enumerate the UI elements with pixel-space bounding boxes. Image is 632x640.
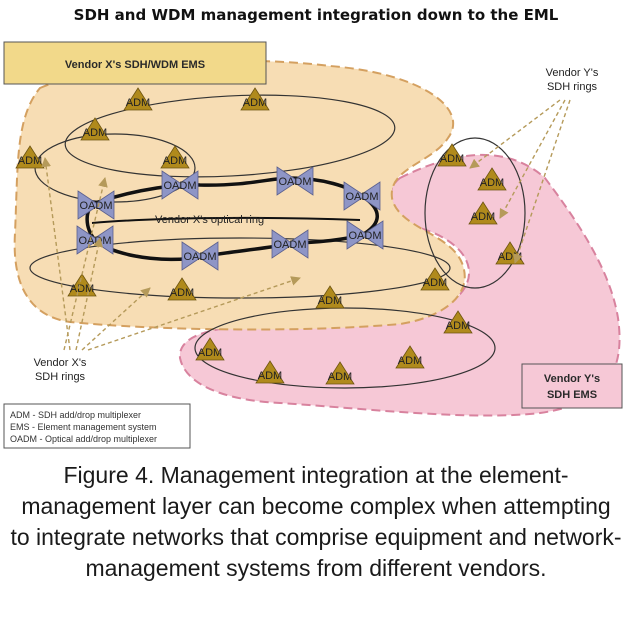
svg-text:OADM: OADM bbox=[184, 251, 217, 263]
svg-text:OADM: OADM bbox=[80, 200, 113, 212]
adm-node: ADM bbox=[468, 201, 498, 225]
adm-node: ADM bbox=[15, 145, 45, 169]
legend-line: EMS - Element management system bbox=[10, 422, 157, 432]
network-diagram: Vendor X's SDH/WDM EMS Vendor X's optica… bbox=[3, 41, 623, 449]
adm-node: ADM bbox=[80, 117, 110, 141]
svg-text:ADM: ADM bbox=[163, 155, 187, 167]
svg-text:ADM: ADM bbox=[328, 371, 352, 383]
vendor-y-ems-label-line1: Vendor Y's bbox=[544, 373, 600, 385]
adm-node: ADM bbox=[325, 361, 355, 385]
sdh-ring-top bbox=[64, 94, 396, 178]
sdh-ring-bottom bbox=[29, 237, 451, 299]
adm-node: ADM bbox=[240, 87, 270, 111]
svg-text:ADM: ADM bbox=[471, 211, 495, 223]
legend-line: OADM - Optical add/drop multiplexer bbox=[10, 434, 157, 444]
adm-node: ADM bbox=[420, 267, 450, 291]
adm-node: ADM bbox=[443, 310, 473, 334]
adm-node: ADM bbox=[123, 87, 153, 111]
vendor-y-ems-label-line2: SDH EMS bbox=[547, 389, 597, 401]
vendor-x-rings-label-line1: Vendor X's bbox=[34, 357, 87, 369]
vendor-x-ems-label: Vendor X's SDH/WDM EMS bbox=[65, 59, 205, 71]
adm-node: ADM bbox=[160, 145, 190, 169]
svg-text:ADM: ADM bbox=[198, 347, 222, 359]
svg-text:ADM: ADM bbox=[446, 320, 470, 332]
adm-nodes: ADM ADM ADM ADM ADM ADM ADM ADM ADM ADM … bbox=[15, 87, 525, 385]
svg-text:ADM: ADM bbox=[440, 153, 464, 165]
oadm-node: OADM bbox=[346, 220, 384, 250]
oadm-node: OADM bbox=[276, 166, 314, 196]
vendor-y-ems-box bbox=[521, 363, 623, 409]
adm-node: ADM bbox=[437, 143, 467, 167]
oadm-nodes: OADM OADM OADM OADM OADM OADM OADM OADM bbox=[76, 166, 384, 271]
adm-node: ADM bbox=[315, 285, 345, 309]
svg-text:ADM: ADM bbox=[126, 97, 150, 109]
oadm-node: OADM bbox=[343, 181, 381, 211]
oadm-node: OADM bbox=[181, 241, 219, 271]
vendor-y-sdh-rings bbox=[194, 137, 526, 389]
svg-text:OADM: OADM bbox=[346, 191, 379, 203]
vendor-y-rings-callout bbox=[469, 99, 571, 264]
svg-text:ADM: ADM bbox=[258, 370, 282, 382]
oadm-node: OADM bbox=[271, 229, 309, 259]
vendor-y-rings-label-line2: SDH rings bbox=[547, 81, 598, 93]
vendor-y-region bbox=[178, 154, 621, 417]
vendor-x-rings-callout bbox=[41, 157, 301, 351]
oadm-node: OADM bbox=[77, 190, 115, 220]
vendor-x-sdh-rings bbox=[29, 94, 451, 299]
optical-ring-label: Vendor X's optical ring bbox=[155, 214, 264, 226]
vendor-x-ems-box bbox=[3, 41, 267, 85]
adm-node: ADM bbox=[395, 345, 425, 369]
adm-node: ADM bbox=[477, 167, 507, 191]
svg-text:OADM: OADM bbox=[279, 176, 312, 188]
svg-text:ADM: ADM bbox=[480, 177, 504, 189]
svg-text:ADM: ADM bbox=[18, 155, 42, 167]
vendor-x-rings-label-line2: SDH rings bbox=[35, 371, 86, 383]
svg-text:OADM: OADM bbox=[274, 239, 307, 251]
svg-text:ADM: ADM bbox=[318, 295, 342, 307]
svg-text:OADM: OADM bbox=[79, 235, 112, 247]
svg-text:OADM: OADM bbox=[349, 230, 382, 242]
adm-node: ADM bbox=[195, 337, 225, 361]
svg-text:ADM: ADM bbox=[398, 355, 422, 367]
sdh-ring-right bbox=[424, 137, 526, 289]
figure-caption: Figure 4. Management integration at the … bbox=[10, 462, 622, 581]
svg-text:ADM: ADM bbox=[423, 277, 447, 289]
sdh-ring-lower bbox=[194, 307, 496, 389]
legend-box bbox=[3, 403, 191, 449]
svg-text:ADM: ADM bbox=[243, 97, 267, 109]
legend-line: ADM - SDH add/drop multiplexer bbox=[10, 410, 141, 420]
vendor-y-rings-label-line1: Vendor Y's bbox=[546, 67, 599, 79]
vendor-x-region bbox=[13, 59, 466, 331]
adm-node: ADM bbox=[167, 277, 197, 301]
adm-node: ADM bbox=[255, 360, 285, 384]
svg-text:ADM: ADM bbox=[170, 287, 194, 299]
svg-text:OADM: OADM bbox=[164, 180, 197, 192]
page-title: SDH and WDM management integration down … bbox=[73, 6, 559, 24]
oadm-node: OADM bbox=[161, 170, 199, 200]
svg-text:ADM: ADM bbox=[83, 127, 107, 139]
